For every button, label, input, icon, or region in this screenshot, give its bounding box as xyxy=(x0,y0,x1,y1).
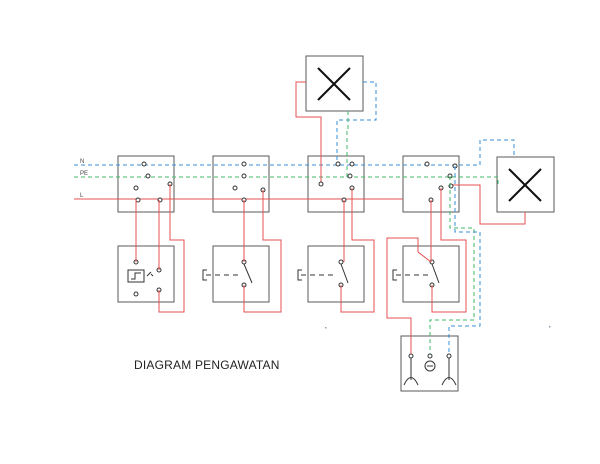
single-switch-icon xyxy=(297,269,302,281)
wire-socket-line xyxy=(386,237,412,354)
bus-label-neutral: N xyxy=(80,159,84,165)
wire-socket-earth xyxy=(429,176,475,354)
single-switch-icon xyxy=(202,269,207,281)
wire-lamp-right-neutral xyxy=(459,139,515,166)
marker-dot xyxy=(325,327,327,329)
bus-label-earth: PE xyxy=(80,171,88,177)
timer-switch-icon xyxy=(127,269,145,283)
junction-box-2 xyxy=(212,155,270,213)
single-switch-icon xyxy=(392,269,397,281)
staircase-timer xyxy=(117,245,175,303)
socket-outlet-icon xyxy=(424,360,436,372)
switch-3 xyxy=(297,245,365,303)
wire-timer-return xyxy=(158,184,185,313)
switch-4 xyxy=(392,245,460,303)
wire-switch-2-return xyxy=(243,190,282,313)
diagram-title: DIAGRAM PENGAWATAN xyxy=(134,358,280,372)
lamp-right xyxy=(496,156,555,213)
wire-lamp-top-earth xyxy=(346,111,349,177)
lamp-top xyxy=(305,55,364,112)
wire-socket-neutral xyxy=(448,166,481,354)
switch-2 xyxy=(202,245,270,303)
bus-label-line: L xyxy=(80,193,84,199)
marker-dot xyxy=(549,326,551,328)
wire-lamp-top-line xyxy=(295,81,322,184)
wire-lamp-right-line xyxy=(452,184,526,225)
wire-switch-3-return xyxy=(340,188,375,313)
wire-switch-4-return xyxy=(431,188,467,313)
wire-lamp-right-earth xyxy=(459,176,499,185)
wire-socket-feed xyxy=(403,237,432,263)
wire-lamp-top-neutral xyxy=(336,81,377,165)
